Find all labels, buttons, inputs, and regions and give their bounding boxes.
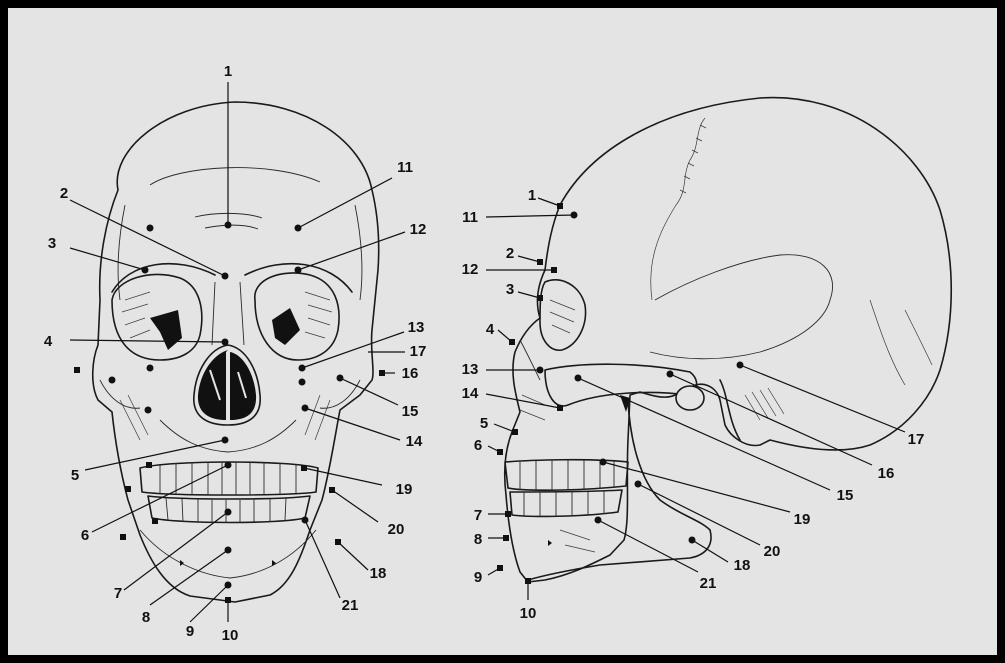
- frontal-label-19: 19: [396, 481, 413, 498]
- frontal-label-17: 17: [410, 343, 427, 360]
- frontal-landmarks: [70, 82, 405, 622]
- frontal-label-20: 20: [388, 521, 405, 538]
- lateral-teeth: [505, 460, 628, 517]
- lateral-label-18: 18: [734, 557, 751, 574]
- frontal-point-1: [225, 222, 232, 229]
- lateral-label-7: 7: [474, 507, 482, 524]
- frontal-label-4: 4: [44, 333, 53, 350]
- frontal-skull-view: [93, 102, 379, 602]
- frontal-label-18: 18: [370, 565, 387, 582]
- frontal-label-15: 15: [402, 403, 419, 420]
- frontal-label-12: 12: [410, 221, 427, 238]
- lateral-label-11: 11: [462, 209, 478, 226]
- frontal-label-13: 13: [408, 319, 425, 336]
- frontal-label-5: 5: [71, 467, 79, 484]
- lateral-label-21: 21: [700, 575, 717, 592]
- frontal-label-8: 8: [142, 609, 150, 626]
- lateral-label-5: 5: [480, 415, 488, 432]
- lateral-label-2: 2: [506, 245, 514, 262]
- lateral-label-13: 13: [462, 361, 479, 378]
- frontal-label-2: 2: [60, 185, 68, 202]
- lateral-label-20: 20: [764, 543, 781, 560]
- frontal-cranium-outline: [93, 102, 379, 602]
- lateral-skull-view: [505, 98, 952, 582]
- lateral-label-10: 10: [520, 605, 537, 622]
- lateral-label-8: 8: [474, 531, 482, 548]
- frontal-label-6: 6: [81, 527, 89, 544]
- lateral-label-14: 14: [462, 385, 479, 402]
- frontal-label-9: 9: [186, 623, 194, 640]
- frontal-label-10: 10: [222, 627, 239, 644]
- right-orbit: [255, 273, 339, 360]
- frontal-label-14: 14: [406, 433, 423, 450]
- frontal-labels: 1 2 3 4 5 6 7 8 9 10 11 12 13 14 15 16 1…: [44, 63, 427, 644]
- lateral-label-16: 16: [878, 465, 895, 482]
- frontal-label-3: 3: [48, 235, 56, 252]
- lateral-orbit: [540, 280, 586, 350]
- frontal-label-1: 1: [224, 63, 232, 80]
- lateral-label-4: 4: [486, 321, 495, 338]
- frontal-label-7: 7: [114, 585, 122, 602]
- lateral-label-15: 15: [837, 487, 854, 504]
- lateral-label-1: 1: [528, 187, 536, 204]
- lateral-label-12: 12: [462, 261, 479, 278]
- ear-canal: [676, 386, 704, 410]
- coronal-suture: [651, 118, 705, 300]
- lateral-label-19: 19: [794, 511, 811, 528]
- frontal-label-11: 11: [397, 159, 413, 176]
- lateral-label-6: 6: [474, 437, 482, 454]
- lateral-label-17: 17: [908, 431, 925, 448]
- lateral-label-9: 9: [474, 569, 482, 586]
- frontal-label-21: 21: [342, 597, 359, 614]
- lateral-label-3: 3: [506, 281, 514, 298]
- frontal-label-16: 16: [402, 365, 419, 382]
